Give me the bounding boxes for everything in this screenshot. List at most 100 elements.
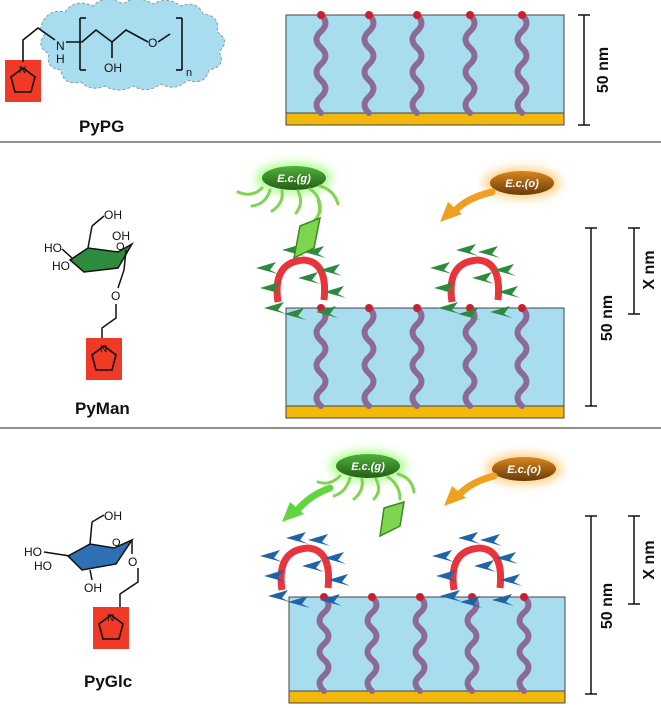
anchor-polymer: [447, 256, 503, 303]
substrate-2: [285, 405, 565, 419]
polymer-chain: [412, 594, 428, 694]
glycan-unit: [492, 594, 514, 606]
scale-label-3: 50 nm: [599, 583, 616, 629]
glycan-unit: [490, 306, 512, 318]
hydroxyl: OH: [104, 61, 122, 75]
chain-end: [368, 593, 376, 601]
detach-arrow-eco-3: [454, 472, 498, 500]
repeat-n: n: [186, 67, 192, 79]
x-label-3: X nm: [641, 540, 658, 579]
polymer-chain: [409, 305, 425, 409]
polymer-chain: [361, 305, 377, 409]
glycan-unit: [480, 534, 502, 546]
panel-pypg: N N H OH O n PyPG 50 nm: [5, 0, 612, 136]
glycan-unit: [478, 246, 500, 258]
ring-o-glc: O: [112, 537, 121, 549]
bacterium-label-eco-2: E.c.(o): [505, 178, 539, 190]
brush-layer-3: [288, 596, 566, 692]
detach-arrow-eco-2: [450, 188, 496, 216]
bacterium-ecg-2: [262, 166, 326, 190]
ho-c-man: HO: [52, 259, 70, 273]
oh-c-glc: OH: [84, 581, 102, 595]
chain-end: [317, 11, 325, 19]
scale-label-2: 50 nm: [599, 295, 616, 341]
chain-end: [365, 304, 373, 312]
x-label-2: X nm: [641, 250, 658, 289]
brush-layer-1: [285, 14, 565, 114]
anchor-polymer: [273, 256, 329, 303]
anchor-polymer: [277, 544, 333, 591]
glycan-unit: [328, 574, 350, 586]
pyrrole-n-man: N: [100, 344, 107, 355]
bacterium-eco-3: [492, 457, 556, 481]
glycan-unit: [260, 550, 282, 562]
chain-end: [518, 304, 526, 312]
ring-o-man: O: [116, 241, 125, 253]
fimh-adhesin-3: [379, 500, 405, 538]
polymer-chain: [462, 12, 478, 116]
oh-b-man: OH: [112, 229, 130, 243]
glycan-unit: [324, 286, 346, 298]
amine-n: N: [56, 39, 65, 53]
glycan-unit: [264, 302, 286, 314]
compound-label-pyglc: PyGlc: [84, 672, 132, 691]
glycan-unit: [438, 302, 460, 314]
pyrrole-n: N: [19, 65, 26, 76]
glycan-unit: [496, 552, 518, 564]
glycan-unit: [316, 306, 338, 318]
polymer-chain: [313, 12, 329, 116]
polymer-chain: [462, 305, 478, 409]
glycan-unit: [458, 308, 480, 320]
glycan-unit: [264, 570, 286, 582]
amine-h: H: [56, 52, 65, 66]
fimbriae-ecg-2: [236, 184, 340, 228]
glycan-unit: [434, 282, 456, 294]
link-o-man: O: [111, 289, 120, 303]
ether-o: O: [148, 36, 157, 50]
polymer-cloud: [39, 0, 225, 91]
bacterium-ecg-3: [336, 454, 400, 478]
polymer-chain: [516, 594, 532, 694]
glycan-unit: [460, 596, 482, 608]
glycan-unit: [440, 590, 462, 602]
polymer-chain: [316, 594, 332, 694]
ho-b-glc: HO: [34, 559, 52, 573]
bacterium-label-ecg-2: E.c.(g): [277, 173, 311, 185]
ho-a-glc: HO: [24, 545, 42, 559]
glycan-unit: [308, 534, 330, 546]
detach-arrow-ecg-3: [292, 484, 334, 516]
glycan-unit: [456, 244, 478, 256]
glycan-unit: [320, 264, 342, 276]
compound-label-pyman: PyMan: [75, 399, 130, 418]
oh-top-man: OH: [104, 208, 122, 222]
glycan-unit: [304, 246, 326, 258]
polymer-chain: [514, 305, 530, 409]
polymer-chains-3: [316, 593, 532, 694]
bacterium-label-eco-3: E.c.(o): [507, 464, 541, 476]
glycan-unit: [320, 594, 342, 606]
glycan-unit: [432, 550, 454, 562]
glycan-unit: [498, 286, 520, 298]
glycan-unit: [324, 552, 346, 564]
chain-end: [520, 593, 528, 601]
glycan-unit: [268, 590, 290, 602]
panel-pyman: O OH HO OH HO O N PyMan E.c.(g) E.c.(o): [44, 163, 658, 419]
polymer-chains-2: [313, 304, 530, 409]
scale-label-1: 50 nm: [595, 47, 612, 93]
glycan-unit: [302, 560, 324, 572]
ho-a-man: HO: [44, 241, 62, 255]
polymer-chain: [464, 594, 480, 694]
substrate-3: [288, 690, 566, 704]
polymer-chain: [361, 12, 377, 116]
fimh-adhesin-2: [292, 216, 322, 260]
chain-end: [413, 304, 421, 312]
glycan-unit: [474, 560, 496, 572]
polymer-chain: [313, 305, 329, 409]
oh-top-glc: OH: [104, 509, 122, 523]
glycan-unit: [288, 596, 310, 608]
glycan-unit: [298, 272, 320, 284]
glycan-clusters-2: [256, 244, 520, 320]
chain-end: [365, 11, 373, 19]
chain-end: [416, 593, 424, 601]
